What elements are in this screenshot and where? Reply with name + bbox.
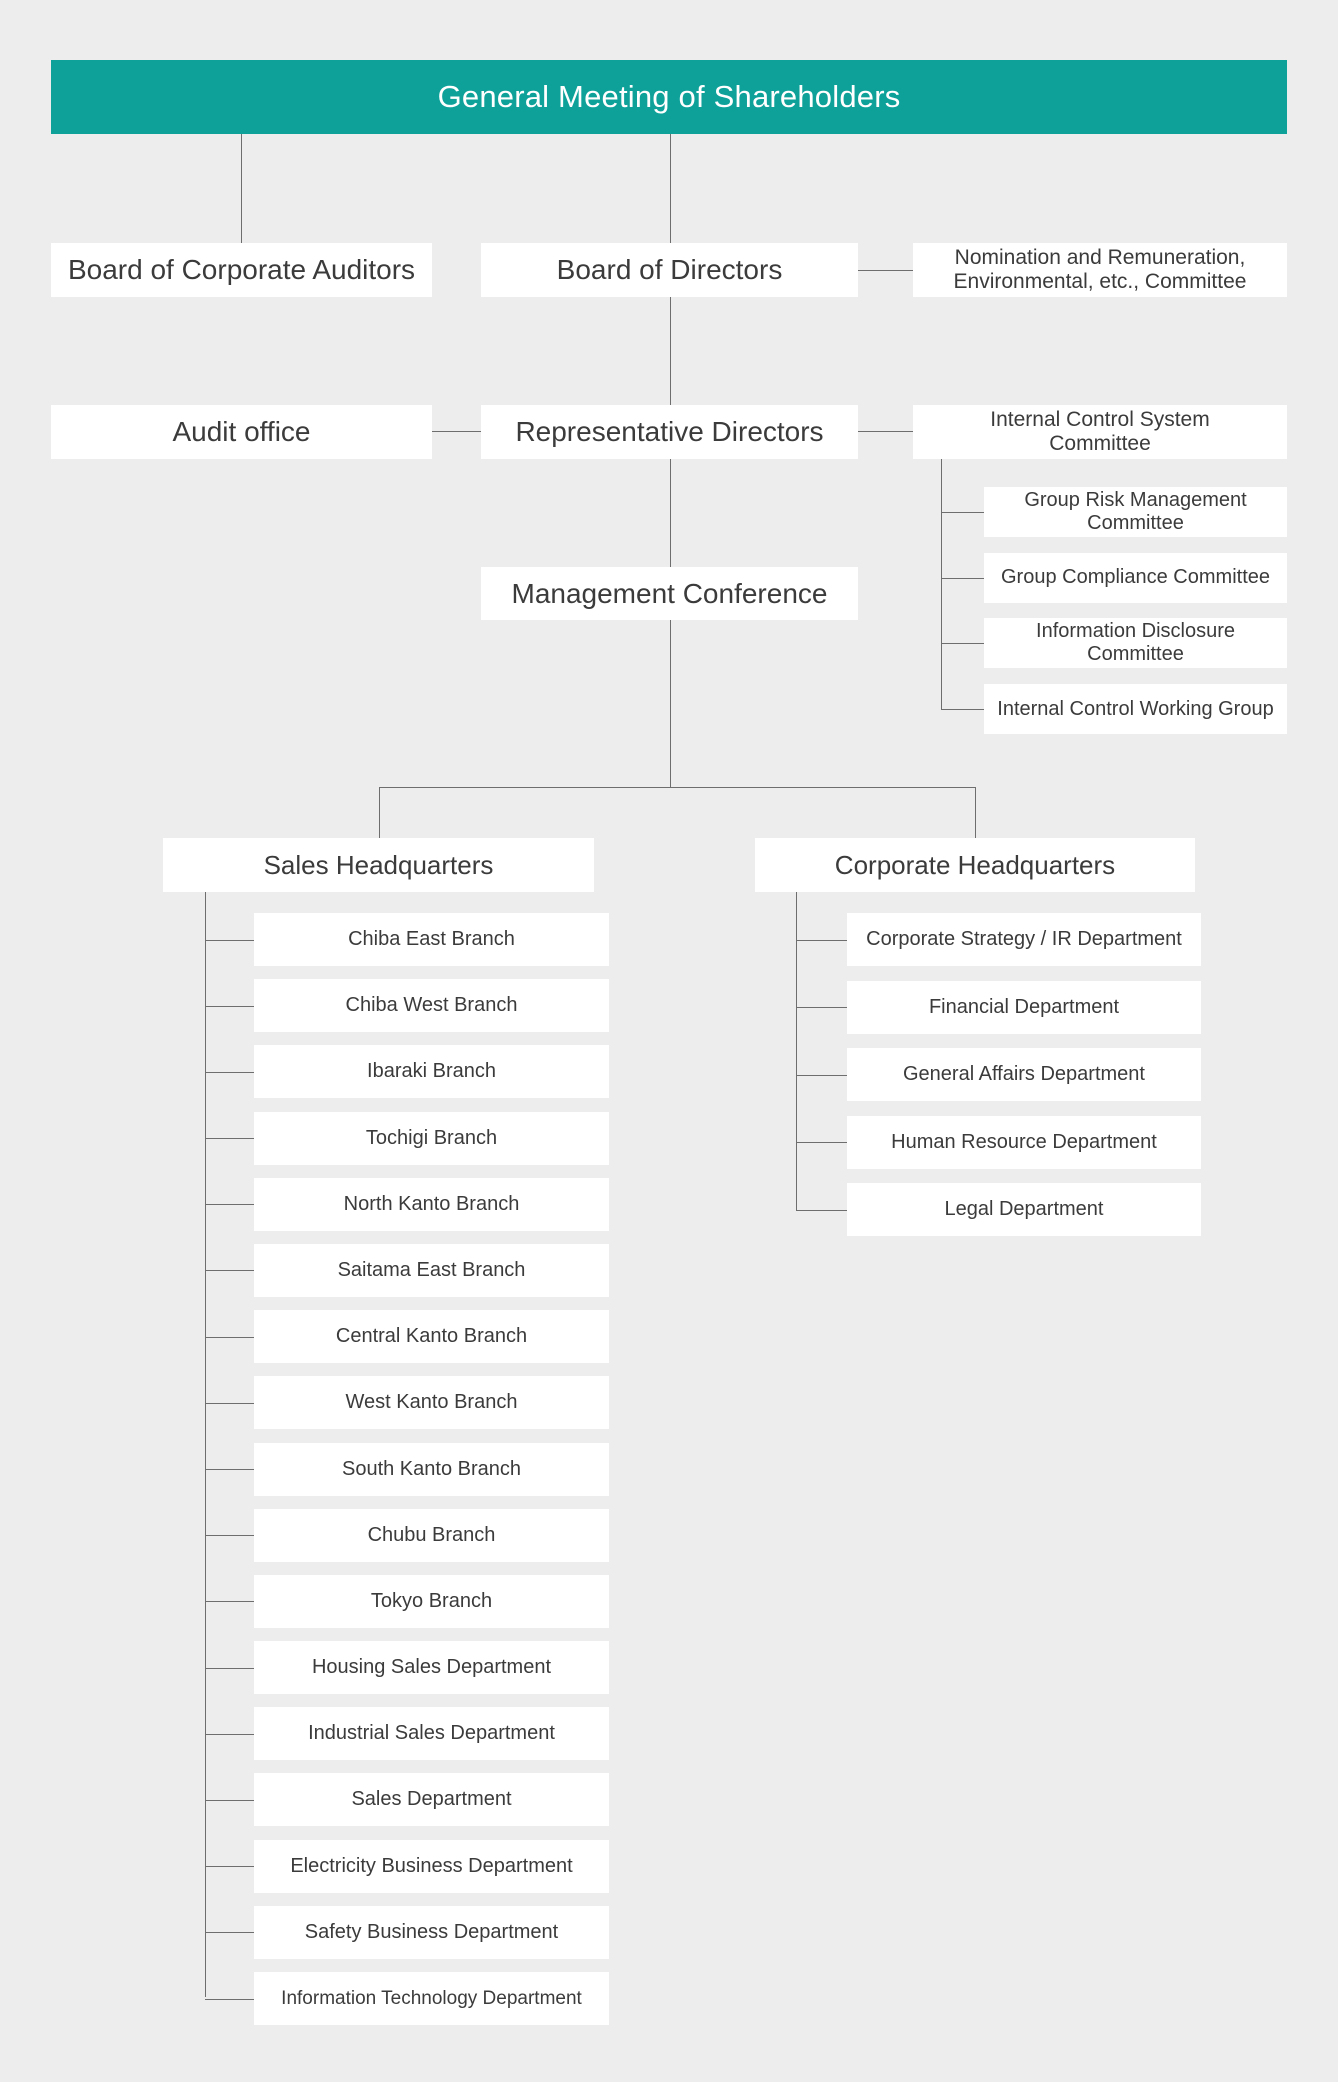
trunk-corporate-departments: [796, 892, 797, 1210]
connector-representative-to-internal-control: [858, 431, 913, 432]
node-chubu-branch: Chubu Branch: [205, 1508, 609, 1562]
connector-representative-to-management: [670, 459, 671, 567]
corporate-department-list: Corporate Strategy / IR Department Finan…: [796, 913, 1201, 1236]
node-general-affairs-department: General Affairs Department: [796, 1048, 1201, 1101]
node-sales-headquarters: Sales Headquarters: [163, 838, 594, 892]
node-tokyo-branch: Tokyo Branch: [205, 1574, 609, 1628]
node-central-kanto-branch: Central Kanto Branch: [205, 1310, 609, 1364]
sales-branch-list: Chiba East Branch Chiba West Branch Ibar…: [205, 913, 609, 2025]
node-internal-control-working-group: Internal Control Working Group: [941, 684, 1287, 735]
connector-split-bar: [379, 787, 976, 788]
trunk-sales-branches: [205, 892, 206, 1997]
connector-banner-to-auditors: [241, 134, 242, 243]
node-tochigi-branch: Tochigi Branch: [205, 1111, 609, 1165]
connector-split-to-sales-hq: [379, 787, 380, 838]
node-chiba-east-branch: Chiba East Branch: [205, 913, 609, 966]
node-board-of-directors: Board of Directors: [481, 243, 858, 297]
node-electricity-business-department: Electricity Business Department: [205, 1839, 609, 1893]
connector-banner-to-directors: [670, 134, 671, 243]
node-corporate-strategy-ir-department: Corporate Strategy / IR Department: [796, 913, 1201, 966]
node-audit-office: Audit office: [51, 405, 432, 459]
node-chiba-west-branch: Chiba West Branch: [205, 979, 609, 1033]
node-group-compliance-committee: Group Compliance Committee: [941, 552, 1287, 603]
node-nomination-remuneration-committee: Nomination and Remuneration, Environment…: [913, 243, 1287, 297]
node-saitama-east-branch: Saitama East Branch: [205, 1243, 609, 1297]
node-representative-directors: Representative Directors: [481, 405, 858, 459]
node-group-risk-management-committee: Group Risk Management Committee: [941, 487, 1287, 537]
node-general-meeting-of-shareholders: General Meeting of Shareholders: [51, 60, 1287, 134]
connector-directors-to-representative: [670, 297, 671, 405]
node-west-kanto-branch: West Kanto Branch: [205, 1376, 609, 1430]
node-north-kanto-branch: North Kanto Branch: [205, 1177, 609, 1231]
node-industrial-sales-department: Industrial Sales Department: [205, 1707, 609, 1761]
connector-management-to-split: [670, 620, 671, 787]
trunk-subcommittees: [941, 459, 942, 709]
node-housing-sales-department: Housing Sales Department: [205, 1641, 609, 1695]
subcommittee-list: Group Risk Management Committee Group Co…: [941, 487, 1287, 735]
node-human-resource-department: Human Resource Department: [796, 1115, 1201, 1169]
node-legal-department: Legal Department: [796, 1183, 1201, 1236]
connector-split-to-corporate-hq: [975, 787, 976, 838]
node-financial-department: Financial Department: [796, 980, 1201, 1034]
node-safety-business-department: Safety Business Department: [205, 1905, 609, 1959]
node-internal-control-system-committee: Internal Control System Committee: [913, 405, 1287, 459]
node-management-conference: Management Conference: [481, 567, 858, 620]
connector-directors-to-nomination: [858, 270, 913, 271]
node-information-technology-department: Information Technology Department: [205, 1972, 609, 2025]
node-board-of-corporate-auditors: Board of Corporate Auditors: [51, 243, 432, 297]
node-ibaraki-branch: Ibaraki Branch: [205, 1045, 609, 1099]
node-sales-department: Sales Department: [205, 1773, 609, 1827]
node-information-disclosure-committee: Information Disclosure Committee: [941, 618, 1287, 669]
node-corporate-headquarters: Corporate Headquarters: [755, 838, 1195, 892]
connector-audit-to-representative: [432, 431, 481, 432]
node-south-kanto-branch: South Kanto Branch: [205, 1442, 609, 1496]
